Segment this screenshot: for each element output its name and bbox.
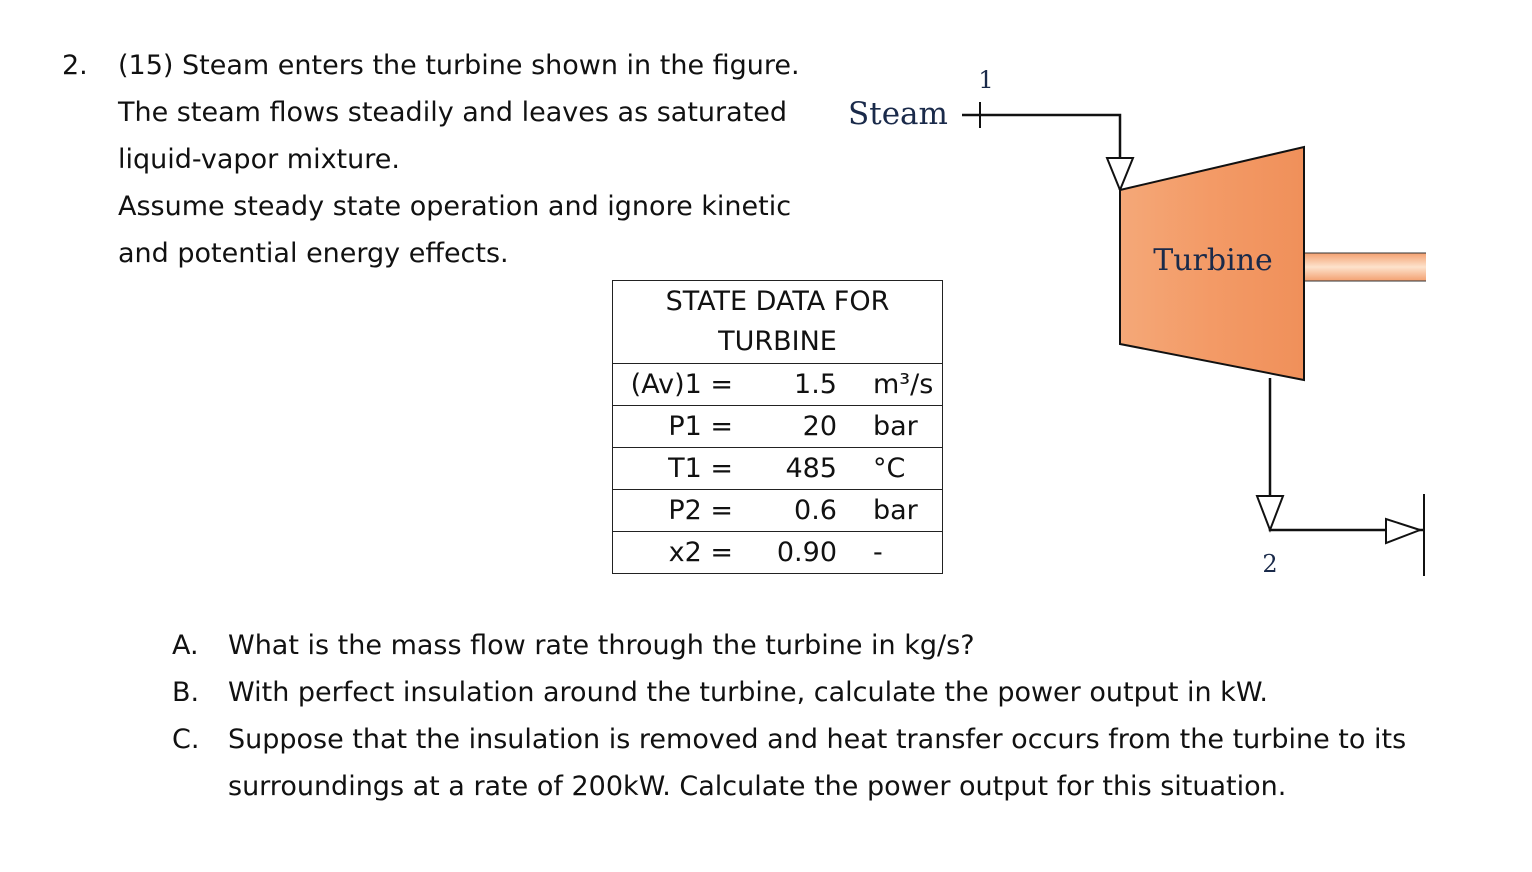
question-item: B. With perfect insulation around the tu…	[172, 673, 1406, 720]
problem-number: 2.	[62, 50, 88, 81]
table-header-line2: TURBINE	[718, 326, 837, 357]
row-unit: bar	[851, 489, 943, 532]
steam-label: Steam	[848, 96, 948, 132]
problem-intro: (15) Steam enters the turbine shown in t…	[118, 48, 800, 283]
question-letter: B.	[172, 677, 200, 708]
outlet-line	[1268, 378, 1424, 532]
intro-line: liquid-vapor mixture.	[118, 144, 400, 175]
state-2-label: 2	[1262, 550, 1277, 578]
table-header: STATE DATA FOR TURBINE	[612, 280, 943, 364]
intro-line: and potential energy effects.	[118, 238, 509, 269]
questions-list: A. What is the mass flow rate through th…	[172, 626, 1406, 814]
table-row: T1 = 485 °C	[612, 447, 943, 490]
row-value: 20	[741, 405, 851, 448]
turbine-shaft	[1300, 253, 1426, 281]
row-value: 0.6	[741, 489, 851, 532]
table-row: P1 = 20 bar	[612, 405, 943, 448]
outlet-arrow-down	[1255, 495, 1285, 533]
row-label: P1 =	[612, 405, 741, 448]
question-letter: C.	[172, 724, 200, 755]
row-unit: °C	[851, 447, 943, 490]
row-unit: -	[851, 531, 943, 574]
intro-line: (15) Steam enters the turbine shown in t…	[118, 50, 800, 81]
table-row: (Av)1 = 1.5 m³/s	[612, 363, 943, 406]
question-text: What is the mass flow rate through the t…	[228, 630, 975, 661]
row-label: T1 =	[612, 447, 741, 490]
question-letter: A.	[172, 630, 199, 661]
turbine-figure: Steam 1 Turbine 2	[848, 66, 1426, 578]
row-unit: m³/s	[851, 363, 943, 406]
question-item: C. Suppose that the insulation is remove…	[172, 720, 1406, 767]
state-data-table: STATE DATA FOR TURBINE (Av)1 = 1.5 m³/s …	[612, 280, 943, 574]
inlet-arrow	[1105, 157, 1135, 193]
question-text: Suppose that the insulation is removed a…	[228, 724, 1407, 755]
table-row: P2 = 0.6 bar	[612, 489, 943, 532]
turbine-body	[1119, 145, 1305, 382]
intro-line: The steam flows steadily and leaves as s…	[118, 97, 788, 128]
intro-line: Assume steady state operation and ignore…	[118, 191, 792, 222]
row-label: (Av)1 =	[612, 363, 741, 406]
outlet-arrow-right	[1385, 517, 1424, 545]
turbine-label: Turbine	[1153, 243, 1273, 278]
question-text: With perfect insulation around the turbi…	[228, 677, 1269, 708]
table-header-row: STATE DATA FOR TURBINE	[612, 280, 943, 364]
row-value: 1.5	[741, 363, 851, 406]
table-row: x2 = 0.90 -	[612, 531, 943, 574]
row-label: P2 =	[612, 489, 741, 532]
row-unit: bar	[851, 405, 943, 448]
question-item: A. What is the mass flow rate through th…	[172, 626, 1406, 673]
row-value: 485	[741, 447, 851, 490]
question-text-continued: surroundings at a rate of 200kW. Calcula…	[228, 771, 1287, 802]
row-label: x2 =	[612, 531, 741, 574]
state-1-label: 1	[978, 66, 993, 94]
table-header-line1: STATE DATA FOR	[665, 286, 890, 317]
inlet-line	[962, 113, 1122, 190]
row-value: 0.90	[741, 531, 851, 574]
